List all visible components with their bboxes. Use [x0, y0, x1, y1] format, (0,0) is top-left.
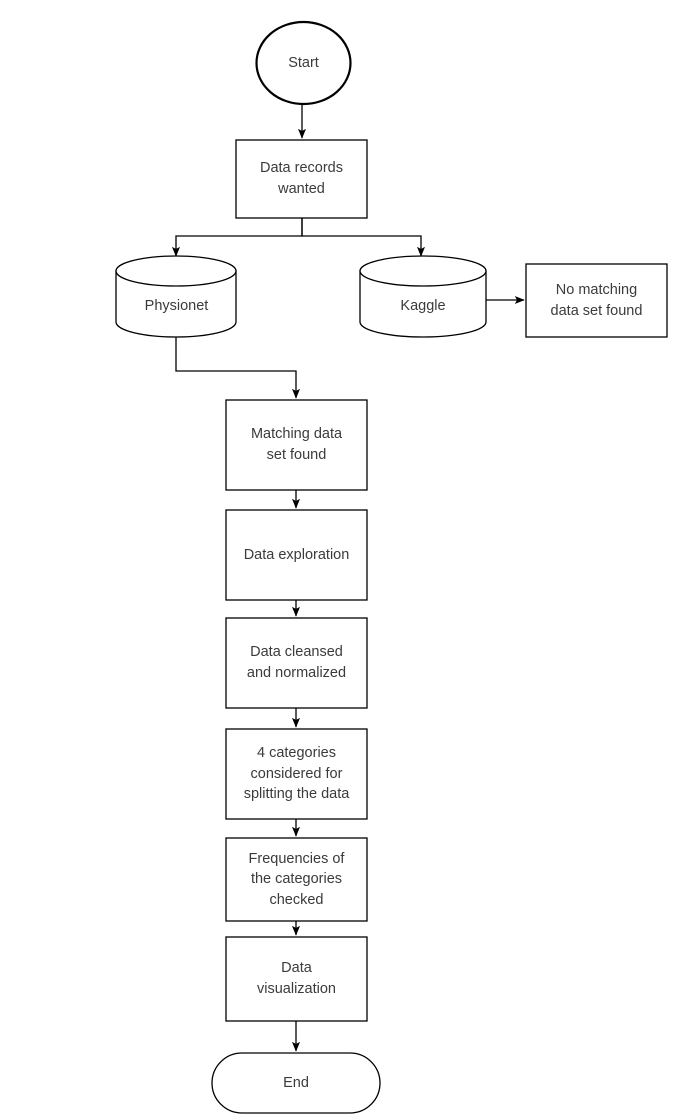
node-no-matching-data-set-found	[525, 263, 668, 338]
node-frequencies-checked	[225, 837, 368, 922]
node-data-exploration	[225, 509, 368, 601]
node-end	[211, 1052, 381, 1114]
node-categories-considered	[225, 728, 368, 820]
node-start	[255, 20, 352, 106]
node-data-records-wanted	[235, 139, 368, 219]
node-data-cleansed-and-normalized	[225, 617, 368, 709]
node-kaggle	[359, 255, 487, 338]
node-physionet	[115, 255, 237, 338]
edge-records-to-kaggle	[301, 218, 425, 257]
node-data-visualization	[225, 936, 368, 1022]
node-matching-data-set-found	[225, 399, 368, 491]
edge-records-to-physionet	[172, 218, 303, 257]
edge-physionet-to-matching	[175, 337, 300, 399]
